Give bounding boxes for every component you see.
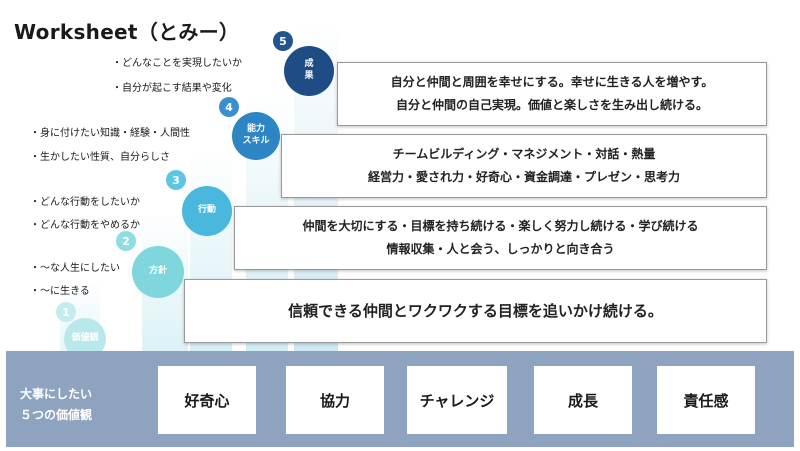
value-card-challenge: チャレンジ [407, 366, 507, 434]
stage-circle-actions: 行動 [182, 186, 232, 236]
stage-label-actions: 行動 [197, 205, 216, 216]
values-band-title-1: 大事にしたい [20, 387, 93, 401]
skills-box: チームビルディング・マネジメント・対話・熱量 経営力・愛され力・好奇心・資金調達… [281, 134, 767, 198]
stage-number-2: 2 [116, 231, 136, 251]
page-title: Worksheet（とみー） [14, 20, 240, 44]
note-actions-2: ・どんな行動をやめるか [30, 220, 140, 231]
note-skills-1: ・身に付けたい知識・経験・人間性 [30, 128, 190, 139]
results-line-1: 自分と仲間と周囲を幸せにする。幸せに生きる人を増やす。 [390, 75, 714, 90]
stage-label-skills-1: 能力 [246, 124, 265, 135]
values-band-title-2: ５つの価値観 [20, 408, 93, 422]
stage-label-policy: 方針 [148, 266, 167, 277]
results-box: 自分と仲間と周囲を幸せにする。幸せに生きる人を増やす。 自分と仲間の自己実現。価… [337, 62, 767, 126]
actions-box: 仲間を大切にする・目標を持ち続ける・楽しく努力し続ける・学び続ける 情報収集・人… [234, 206, 767, 270]
actions-line-2: 情報収集・人と会う、しっかりと向き合う [386, 242, 615, 256]
results-line-2: 自分と仲間の自己実現。価値と楽しさを生み出し続ける。 [395, 98, 708, 112]
note-policy-2: ・〜に生きる [30, 286, 90, 297]
stage-label-skills-2: スキル [242, 136, 270, 146]
value-card-curiosity: 好奇心 [158, 366, 256, 434]
stage-number-4: 4 [219, 97, 239, 117]
value-card-cooperation: 協力 [286, 366, 384, 434]
note-results-2: ・自分が起こす結果や変化 [112, 83, 232, 94]
actions-line-1: 仲間を大切にする・目標を持ち続ける・楽しく努力し続ける・学び続ける [302, 219, 699, 234]
stage-number-1: 1 [56, 302, 76, 322]
value-card-growth: 成長 [534, 366, 632, 434]
stage-number-3: 3 [166, 170, 186, 190]
stage-circle-results: 成 果 [284, 46, 334, 96]
policy-text: 信頼できる仲間とワクワクする目標を追いかけ続ける。 [288, 301, 663, 320]
note-policy-1: ・〜な人生にしたい [30, 263, 120, 274]
stage-label-values: 価値観 [71, 333, 99, 344]
value-card-responsibility: 責任感 [657, 366, 755, 434]
note-skills-2: ・生かしたい性質、自分らしさ [30, 152, 170, 163]
note-actions-1: ・どんな行動をしたいか [30, 197, 140, 208]
stage-label-results-2: 果 [304, 71, 314, 81]
stage-circle-policy: 方針 [132, 246, 184, 298]
values-band-title: 大事にしたい ５つの価値観 [20, 384, 92, 426]
note-results-1: ・どんなことを実現したいか [112, 58, 242, 69]
skills-line-2: 経営力・愛され力・好奇心・資金調達・プレゼン・思考力 [367, 170, 680, 184]
policy-box: 信頼できる仲間とワクワクする目標を追いかけ続ける。 [184, 279, 767, 343]
stage-circle-skills: 能力 スキル [232, 112, 280, 160]
stage-label-results-1: 成 [304, 59, 314, 70]
stage-number-5: 5 [273, 31, 293, 51]
skills-line-1: チームビルディング・マネジメント・対話・熱量 [392, 147, 656, 162]
